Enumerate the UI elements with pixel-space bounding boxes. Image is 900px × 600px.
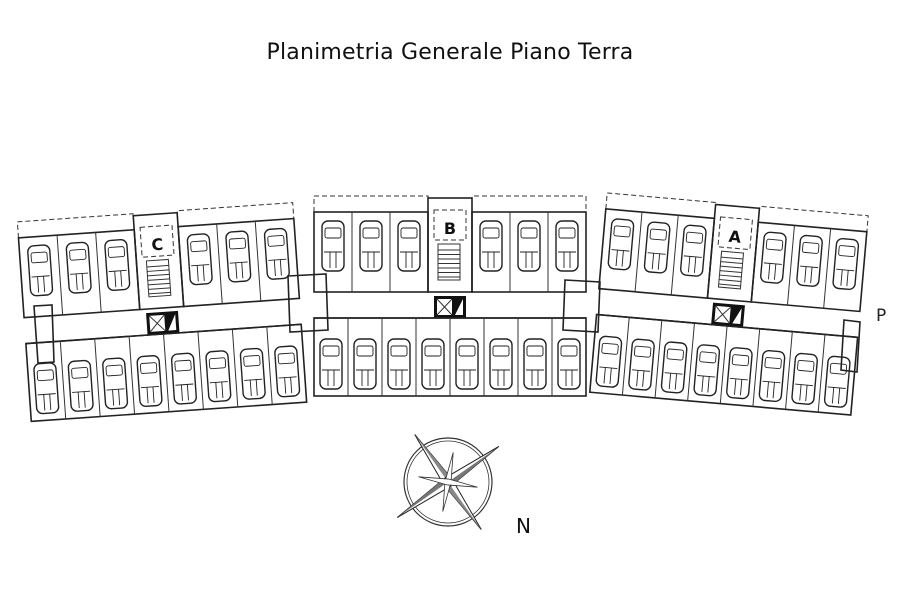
car-icon [387,338,411,390]
car-icon [33,362,60,415]
car-icon [760,231,787,284]
wing-b: B [313,195,587,397]
car-icon [523,338,547,390]
car-icon [557,338,581,390]
car-icon [263,227,290,280]
elevator-icon [146,310,180,336]
car-icon [726,347,753,400]
connector-right [562,279,601,333]
car-icon [27,244,54,297]
car-icon [595,335,623,388]
car-icon [186,233,213,286]
car-icon [136,355,163,408]
car-icon [517,220,541,272]
wing-label: C [151,235,164,255]
end-left [33,304,55,364]
car-icon [660,341,688,394]
car-icon [607,218,635,271]
car-icon [796,234,823,287]
car-icon [555,220,579,272]
stray-mark: P [876,306,887,326]
car-icon [104,239,131,292]
wing-c: C [16,202,308,423]
car-icon [397,220,421,272]
plan-title: Planimetria Generale Piano Terra [266,40,634,65]
car-icon [489,338,513,390]
car-icon [823,355,851,408]
car-icon [758,349,786,403]
car-icon [65,241,92,294]
car-icon [680,224,707,277]
stair-core-c: C [132,211,185,311]
wing-label: A [728,227,743,247]
car-icon [353,338,377,390]
car-icon [205,350,232,403]
car-icon [170,352,197,405]
compass-rose-icon [396,434,500,530]
connector-left [287,273,329,333]
car-icon [643,221,671,274]
car-icon [359,220,383,272]
stair-core-b: B [427,197,473,293]
elevator-icon [434,296,466,318]
stair-core-a: A [706,203,761,303]
car-icon [832,237,860,291]
car-icon [628,338,655,391]
car-icon [239,347,266,400]
wing-a: A [588,192,869,416]
car-icon [479,220,503,272]
car-icon [274,345,301,398]
car-icon [455,338,479,390]
car-icon [791,352,818,405]
car-icon [102,357,129,410]
car-icon [319,338,343,390]
wing-label: B [444,219,456,238]
car-icon [67,359,94,412]
car-icon [421,338,445,390]
car-icon [693,344,721,397]
elevator-icon [711,302,745,328]
end-right [840,319,861,373]
car-icon [321,220,345,272]
north-label: N [516,514,531,538]
car-icon [225,230,252,283]
